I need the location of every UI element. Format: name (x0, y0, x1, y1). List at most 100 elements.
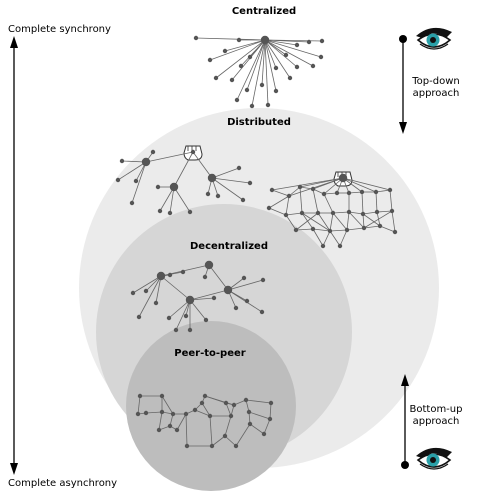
network-node (135, 411, 141, 417)
network-node (273, 88, 279, 94)
network-edge (268, 207, 287, 216)
network-edge (362, 213, 381, 227)
network-node (115, 177, 121, 183)
network-node (183, 313, 189, 319)
network-node (374, 209, 380, 215)
network-edge (211, 177, 244, 201)
network-edge (339, 229, 348, 247)
network-edge (376, 210, 393, 213)
network-node (159, 393, 165, 399)
network-edge (348, 211, 365, 229)
network-node (337, 243, 343, 249)
network-node (310, 186, 316, 192)
network-edge (342, 177, 377, 193)
network-edge (224, 415, 232, 437)
network-node (346, 190, 352, 196)
network-node (119, 158, 125, 164)
network-edge (176, 413, 187, 431)
network-node (293, 227, 299, 233)
network-edge (264, 39, 287, 56)
network-edge (342, 177, 391, 191)
network-node (268, 400, 274, 406)
network-node (205, 191, 211, 197)
network-edge (251, 39, 266, 107)
network-edge (323, 193, 334, 214)
network-node (155, 184, 161, 190)
network-edge (117, 161, 147, 181)
network-edge (264, 39, 298, 46)
network-node (222, 48, 228, 54)
network-edge (264, 39, 322, 58)
network-edge (169, 186, 175, 214)
network-node (174, 427, 180, 433)
network-node (184, 443, 190, 449)
network-edge (132, 275, 162, 294)
network-node (156, 427, 162, 433)
network-edge (312, 177, 344, 190)
complete-asynchrony-label: Complete asynchrony (8, 478, 117, 489)
network-node (211, 295, 217, 301)
network-node (319, 38, 325, 44)
network-node (286, 193, 292, 199)
hub-node (204, 260, 214, 270)
network-node (167, 272, 173, 278)
network-edge (264, 39, 277, 69)
network-edge (301, 212, 331, 232)
network-node (267, 416, 273, 422)
network-node (315, 210, 321, 216)
network-edge (224, 435, 237, 447)
network-edge (264, 39, 314, 67)
network-node (236, 37, 242, 43)
centralized-network (193, 35, 325, 109)
centralized-label: Centralized (232, 6, 296, 17)
hub-node (169, 182, 179, 192)
network-edge (288, 186, 301, 197)
network-node (202, 274, 208, 280)
network-edge (329, 229, 348, 232)
network-edge (145, 411, 163, 414)
network-edge (160, 275, 191, 301)
hub-node (207, 173, 217, 183)
network-edge (137, 395, 141, 415)
network-node (244, 298, 250, 304)
network-node (202, 393, 208, 399)
peer-to-peer-region (126, 321, 296, 491)
network-node (137, 393, 143, 399)
network-node (213, 75, 219, 81)
network-edge (379, 225, 396, 233)
distributed-label: Distributed (227, 117, 291, 128)
network-node (294, 42, 300, 48)
network-edge (312, 228, 331, 232)
network-node (187, 327, 193, 333)
network-edge (299, 177, 344, 188)
distributed-mesh-network (266, 173, 398, 249)
hub-node (185, 295, 195, 305)
network-node (310, 226, 316, 232)
network-node (247, 421, 253, 427)
hub-node (223, 285, 233, 295)
network-node (320, 243, 326, 249)
network-edge (159, 186, 175, 212)
network-node (157, 208, 163, 214)
network-node (259, 309, 265, 315)
hub-node (260, 35, 270, 45)
network-node (209, 443, 215, 449)
network-node (265, 102, 271, 108)
network-edge (194, 409, 211, 417)
network-node (233, 305, 239, 311)
network-edge (329, 212, 334, 232)
network-edge (161, 395, 174, 415)
network-node (236, 165, 242, 171)
network-edge (249, 423, 265, 435)
network-edge (295, 228, 314, 231)
network-node (167, 423, 173, 429)
network-edge (389, 189, 393, 212)
network-edge (361, 191, 364, 215)
network-node (153, 300, 159, 306)
decentralized-network (130, 260, 266, 333)
network-edge (248, 411, 271, 420)
network-edge (131, 161, 147, 204)
network-node (310, 63, 316, 69)
network-node (287, 75, 293, 81)
